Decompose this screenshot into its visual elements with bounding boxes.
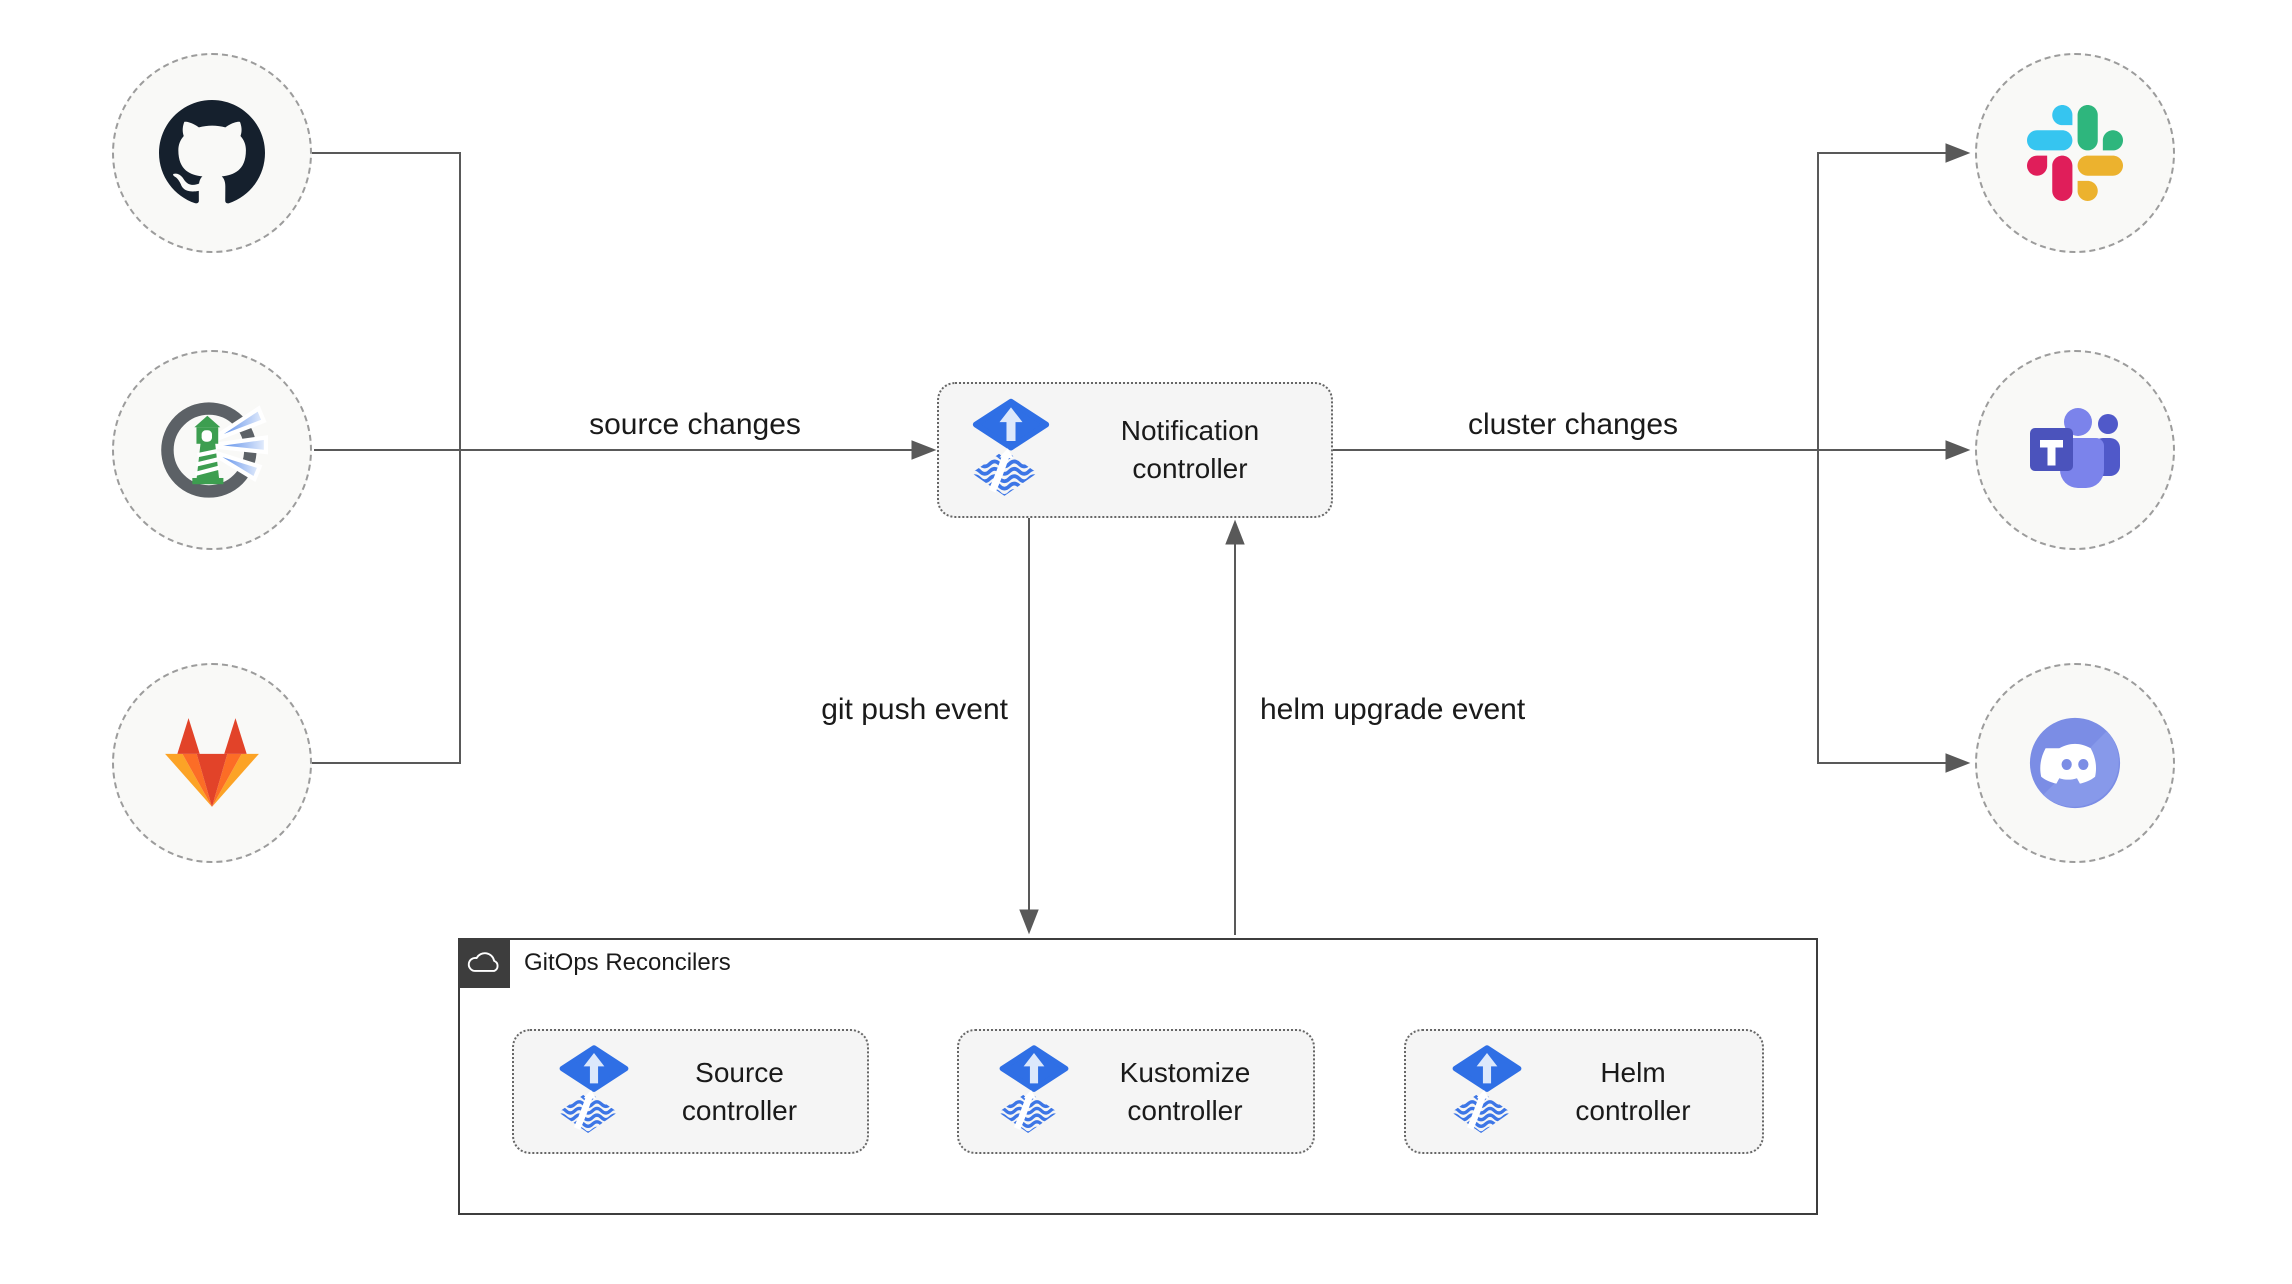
cloud-icon — [467, 952, 499, 972]
flux-icon — [1451, 1045, 1522, 1133]
target-node-discord — [1975, 663, 2175, 863]
github-icon — [159, 100, 265, 204]
node-label: Kustomize controller — [1119, 1056, 1251, 1126]
discord-icon — [2029, 717, 2121, 809]
node-label: Notification controller — [1120, 415, 1260, 484]
source-node-harbor — [112, 350, 312, 550]
target-node-slack — [1975, 53, 2175, 253]
node-label: Helm controller — [1575, 1056, 1691, 1126]
gitlab-icon — [165, 718, 259, 807]
target-node-teams — [1975, 350, 2175, 550]
kustomize-controller-node: Kustomize controller — [957, 1029, 1315, 1154]
flux-icon-slot — [557, 1041, 631, 1142]
group-badge — [458, 938, 510, 988]
edge-label-helm-upgrade-event: helm upgrade event — [1260, 693, 1526, 726]
edge-to-discord — [1818, 753, 1971, 773]
flux-icon — [998, 1045, 1069, 1133]
gitops-reconcilers-group: GitOps Reconcilers Source controller — [458, 938, 1818, 1215]
helm-controller-node: Helm controller — [1404, 1029, 1764, 1154]
edge-helm-upgrade — [1225, 519, 1245, 935]
notification-controller-node: Notification controller — [937, 382, 1333, 518]
edge-label-git-push-event: git push event — [821, 693, 1008, 726]
source-node-gitlab — [112, 663, 312, 863]
node-label: Source controller — [681, 1056, 798, 1126]
flux-icon-slot — [970, 394, 1052, 506]
edge-label-cluster-changes: cluster changes — [1467, 408, 1679, 441]
edge-cluster-changes — [1333, 440, 1971, 460]
edge-to-slack — [1818, 143, 1971, 163]
edge-label-source-changes: source changes — [589, 408, 801, 441]
source-node-github — [112, 53, 312, 253]
flux-icon — [557, 1045, 628, 1133]
edge-git-push — [1019, 518, 1039, 935]
group-title: GitOps Reconcilers — [524, 949, 731, 976]
microsoft-teams-icon — [2030, 408, 2120, 488]
flux-icon-slot — [997, 1041, 1071, 1142]
flux-icon — [971, 398, 1050, 496]
slack-icon — [2027, 105, 2123, 201]
flux-icon-slot — [1450, 1041, 1524, 1142]
source-controller-node: Source controller — [512, 1029, 869, 1154]
edge-source-changes — [314, 440, 937, 460]
harbor-icon — [161, 402, 268, 498]
